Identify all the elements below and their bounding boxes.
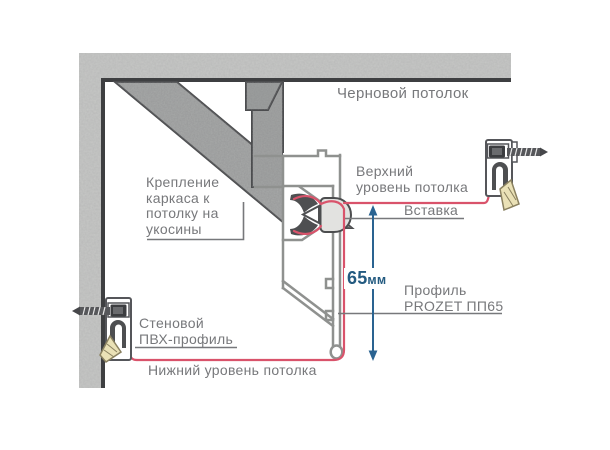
- ceiling-dark-edge: [101, 78, 511, 82]
- concrete-wall-and-ceiling: [79, 53, 511, 388]
- leader-lines: [135, 202, 502, 349]
- screw-icon: [486, 143, 548, 159]
- label-upper-level: Верхний уровень потолка: [356, 163, 469, 195]
- wall-dark-edge: [101, 82, 105, 388]
- brace-leader: [147, 202, 245, 241]
- label-lower-level: Нижний уровень потолка: [148, 362, 317, 378]
- label-profile: Профиль PROZET ПП65: [404, 282, 504, 314]
- label-wall-profile: Стеновой ПВХ-профиль: [139, 315, 234, 347]
- label-rough-ceiling: Черновой потолок: [337, 85, 469, 102]
- arrow-up-icon: [368, 205, 378, 216]
- clip-hook: [492, 162, 508, 190]
- dimension-value: 65мм: [344, 268, 390, 289]
- arrow-down-icon: [368, 350, 378, 361]
- dimension-unit: мм: [367, 273, 387, 287]
- wall-profile-left: [72, 297, 132, 363]
- ceiling-hanger: [245, 81, 284, 188]
- wall-profile-right: [485, 139, 548, 212]
- label-insert: Вставка: [404, 202, 459, 218]
- screw-icon: [72, 302, 130, 318]
- spatula-wedge: [99, 334, 123, 363]
- dimension-number: 65: [347, 268, 368, 288]
- harpoon-wedge: [300, 204, 320, 225]
- spatula-wedge: [499, 178, 520, 212]
- label-frame-mount: Крепление каркаса к потолку на укосины: [146, 174, 220, 237]
